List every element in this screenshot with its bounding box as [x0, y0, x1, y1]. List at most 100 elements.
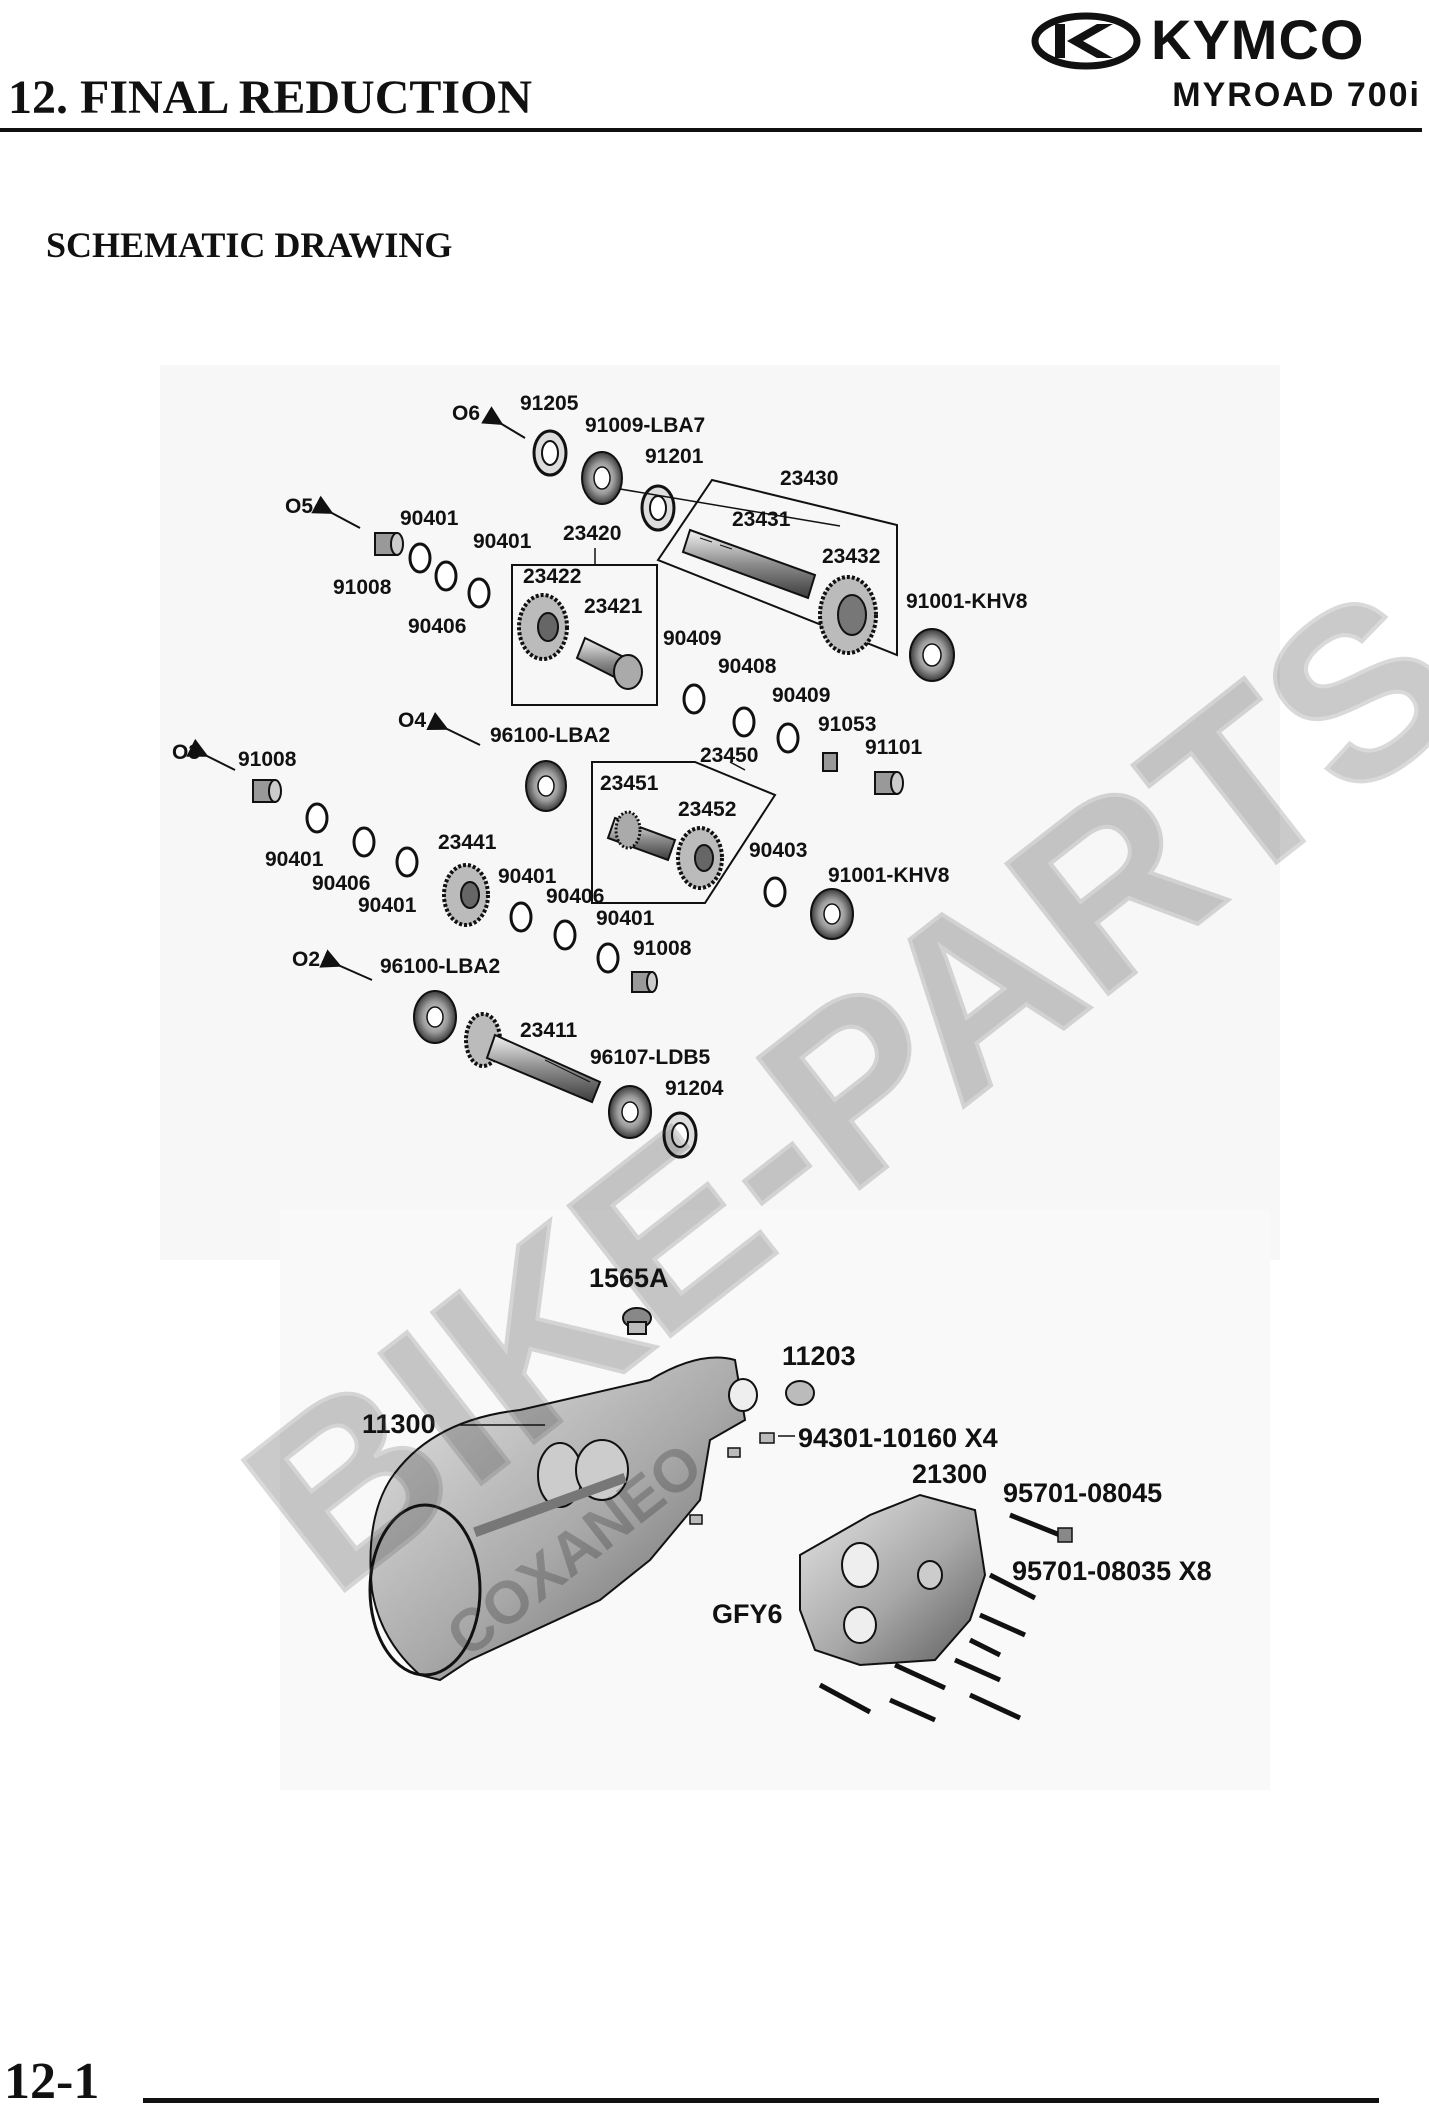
label-23441: 23441: [438, 831, 497, 854]
label-gfy6: GFY6: [712, 1599, 783, 1629]
label-90406-b: 90406: [312, 872, 370, 895]
label-o3: O3: [172, 741, 200, 764]
label-91001-khv8-a: 91001-KHV8: [906, 590, 1028, 613]
label-90401-d: 90401: [358, 894, 417, 917]
bearing-91009-lba7: [581, 451, 623, 505]
label-95701-08045: 95701-08045: [1003, 1478, 1162, 1508]
gear-23441: [442, 863, 490, 927]
bolt-95701-08045: [1009, 1512, 1073, 1543]
label-o5: O5: [285, 495, 313, 518]
shaft-23421: [575, 636, 643, 690]
label-90401-c: 90401: [265, 848, 324, 871]
label-91053: 91053: [818, 713, 876, 736]
washer-90401-e: [509, 901, 533, 933]
label-91008-b: 91008: [238, 748, 297, 771]
bearing-96107-ldb5: [608, 1085, 652, 1139]
gear-23422: [517, 593, 569, 661]
box-23430: [656, 478, 898, 657]
washer-90401-d: [395, 846, 419, 878]
bearing-96100-lba2-a: [525, 760, 567, 812]
label-o4: O4: [398, 709, 426, 732]
shaft-23451: [606, 810, 677, 862]
bushing-91008-o5: [374, 532, 404, 556]
kymco-logo-icon: [1031, 12, 1141, 70]
label-23430: 23430: [780, 467, 838, 490]
bearing-96100-lba2-b: [413, 990, 457, 1044]
label-90401-f: 90401: [596, 907, 655, 930]
washer-90403: [763, 876, 787, 908]
shaft-23411: [464, 1012, 602, 1104]
header-divider: [0, 128, 1422, 132]
washer-90409-b: [776, 722, 800, 754]
label-11300: 11300: [362, 1409, 436, 1439]
label-94301-10160: 94301-10160 X4: [798, 1423, 998, 1453]
label-91008-a: 91008: [333, 576, 392, 599]
label-o2: O2: [292, 948, 320, 971]
label-23451: 23451: [600, 772, 659, 795]
bushing-91101: [874, 771, 904, 795]
drain-plug-1565a: [622, 1307, 652, 1335]
label-23431: 23431: [732, 508, 791, 531]
section-heading: SCHEMATIC DRAWING: [46, 225, 453, 265]
label-21300: 21300: [912, 1459, 987, 1489]
box-23450: [591, 761, 777, 904]
final-reduction-cover-21300: [799, 1493, 987, 1667]
oil-seal-91205: [532, 429, 568, 477]
brand-name: KYMCO: [1151, 8, 1365, 71]
label-91009-lba7: 91009-LBA7: [585, 414, 705, 437]
washer-90406-a: [434, 560, 458, 592]
label-90403: 90403: [749, 839, 807, 862]
bushing-91008-c: [631, 971, 658, 993]
label-23421: 23421: [584, 595, 643, 618]
label-91001-khv8-b: 91001-KHV8: [828, 864, 950, 887]
oil-seal-91201: [640, 484, 676, 532]
bolts-95701-08035: [818, 1572, 1037, 1723]
label-11203: 11203: [782, 1341, 856, 1371]
pin-91053: [822, 752, 838, 772]
label-90401-a: 90401: [400, 507, 459, 530]
dowel-11203: [785, 1380, 815, 1406]
footer-divider: [143, 2098, 1379, 2103]
page-number: 12-1: [4, 2053, 100, 2110]
box-23420: [511, 564, 658, 706]
label-90408: 90408: [718, 655, 777, 678]
label-90401-e: 90401: [498, 865, 557, 888]
left-crankcase-11300: [368, 1356, 758, 1682]
washer-90401-b: [467, 577, 491, 609]
label-o6: O6: [452, 402, 480, 425]
label-91201: 91201: [645, 445, 704, 468]
label-90409-a: 90409: [663, 627, 721, 650]
brand-logo: KYMCO: [1031, 8, 1391, 71]
washer-90401-a: [408, 542, 432, 574]
washer-90406-c: [553, 919, 577, 951]
label-1565a: 1565A: [589, 1263, 669, 1293]
bushing-91008-o3: [252, 779, 282, 803]
washer-90406-b: [352, 826, 376, 858]
label-91008-c: 91008: [633, 937, 692, 960]
label-96107-ldb5: 96107-LDB5: [590, 1046, 711, 1069]
washer-90401-c: [305, 802, 329, 834]
label-90406-a: 90406: [408, 615, 466, 638]
label-96100-lba2-a: 96100-LBA2: [490, 724, 610, 747]
label-23422: 23422: [523, 565, 581, 588]
dowel-pins-94301: [689, 1432, 775, 1525]
label-23450: 23450: [700, 744, 758, 767]
label-23432: 23432: [822, 545, 880, 568]
gear-23452: [676, 826, 724, 890]
chapter-title: 12. FINAL REDUCTION: [8, 71, 533, 124]
washer-90409-a: [682, 683, 706, 715]
label-95701-08035: 95701-08035 X8: [1012, 1556, 1212, 1586]
washer-90408: [732, 706, 756, 738]
gear-23432: [818, 575, 878, 655]
label-91204: 91204: [665, 1077, 724, 1100]
shaft-23431: [681, 528, 817, 600]
bearing-91001-khv8-top: [909, 628, 955, 682]
model-name: MYROAD 700i: [1172, 76, 1421, 114]
label-91101: 91101: [865, 736, 923, 759]
label-90409-b: 90409: [772, 684, 830, 707]
bearing-91001-khv8-bottom: [810, 888, 854, 940]
label-23411: 23411: [520, 1019, 578, 1042]
label-23452: 23452: [678, 798, 736, 821]
label-96100-lba2-b: 96100-LBA2: [380, 955, 500, 978]
